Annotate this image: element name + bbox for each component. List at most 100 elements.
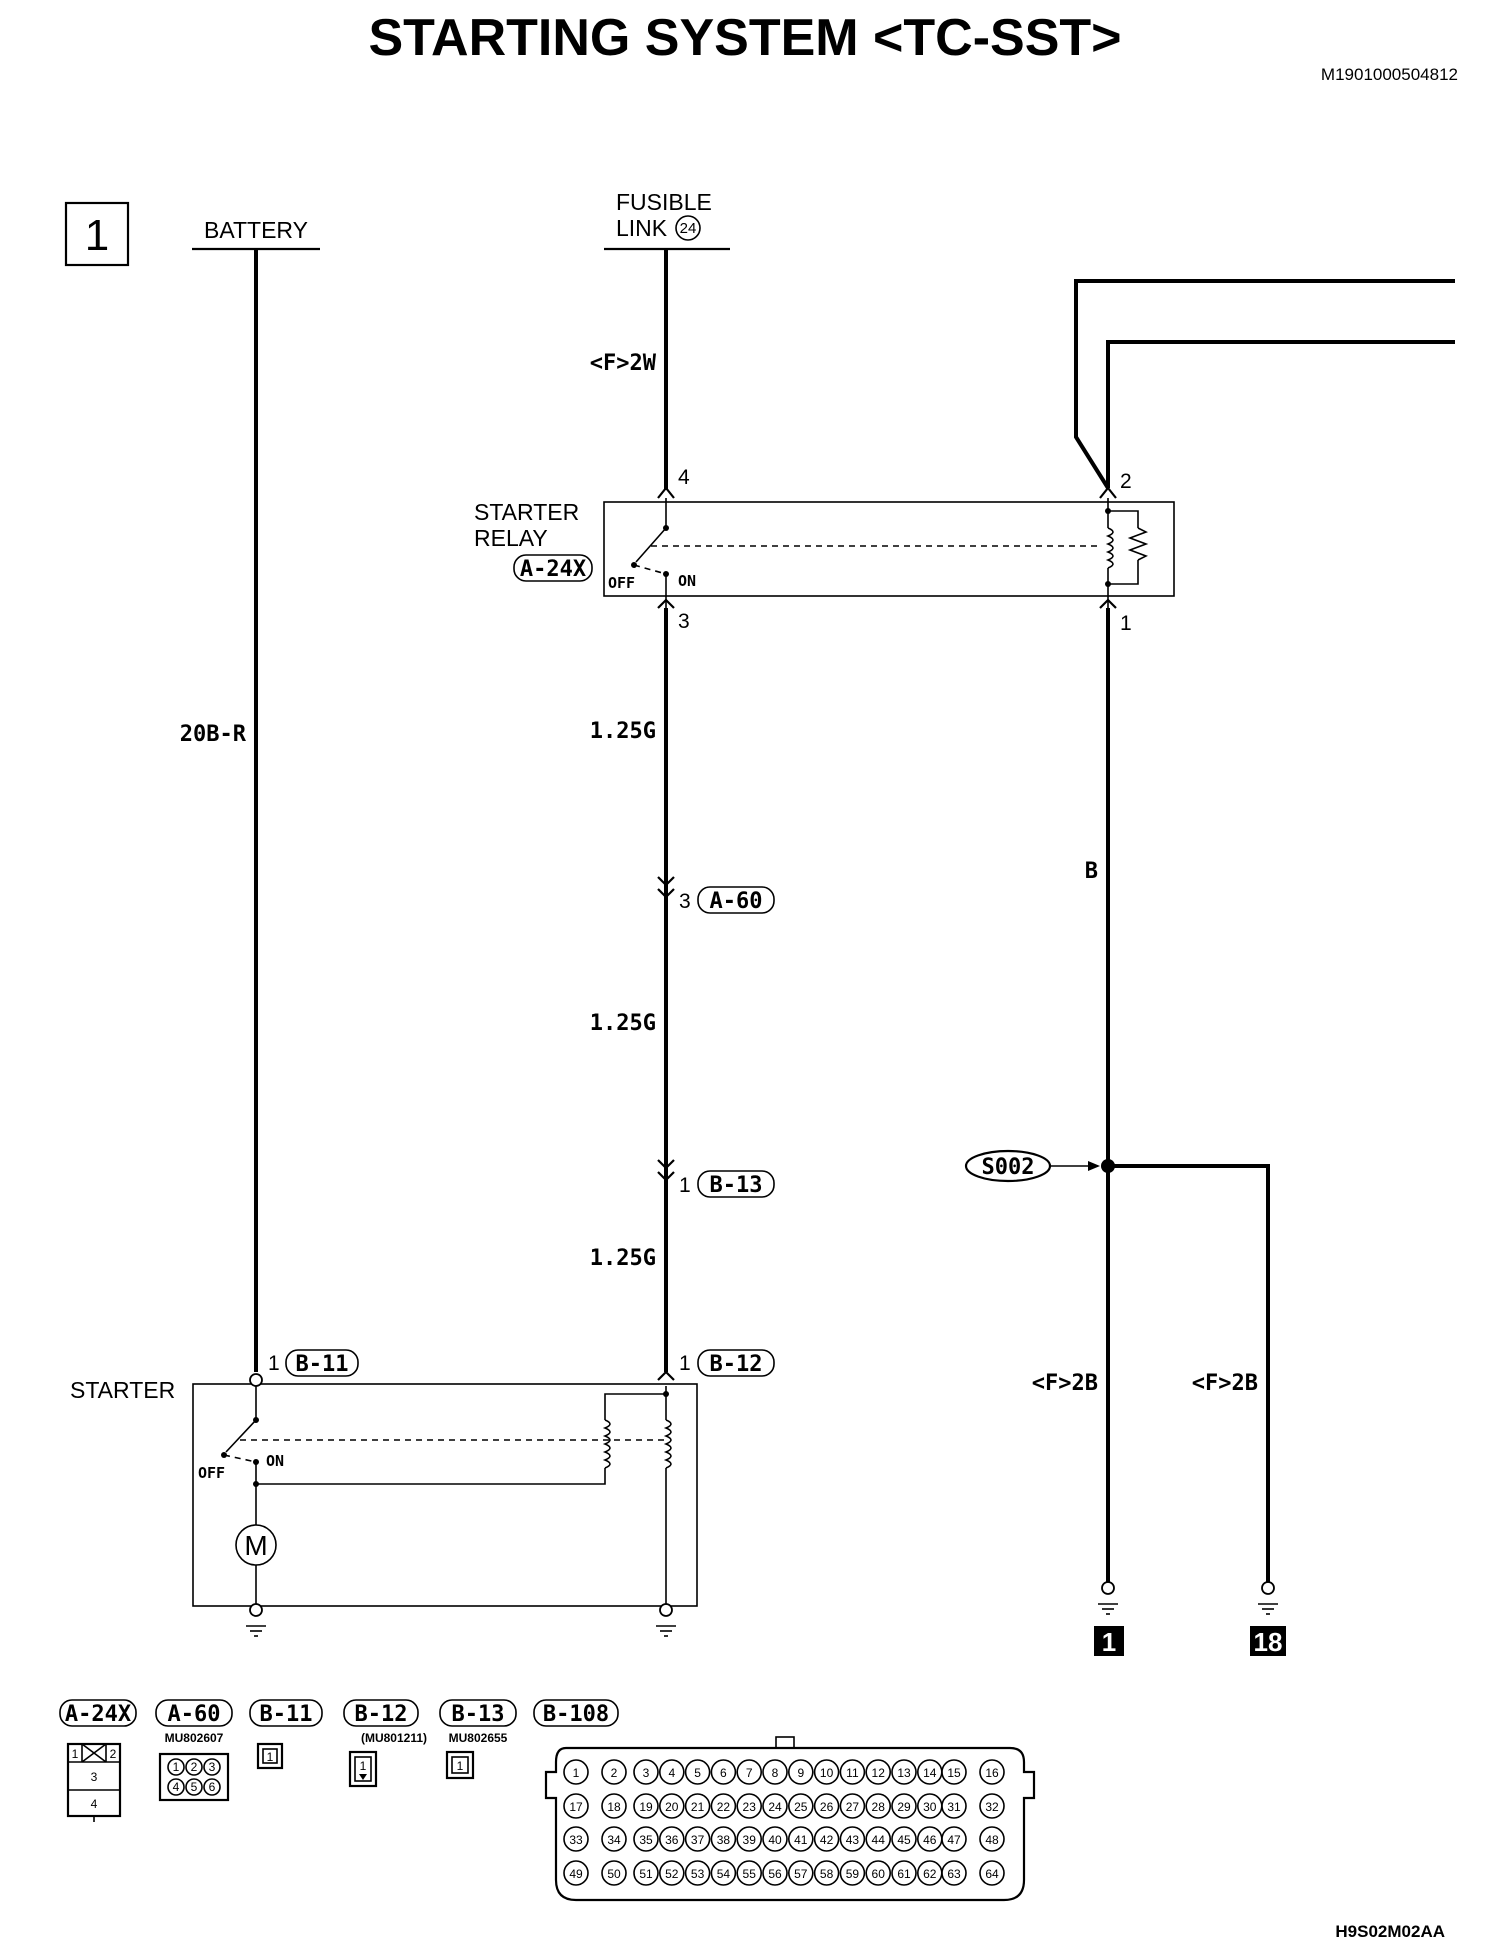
legend-b108-pin-circle (633, 1793, 659, 1819)
b11-terminal (249, 1373, 263, 1387)
legend-a60-pin: 3 (209, 1760, 216, 1774)
legend-b108-pin: 46 (923, 1833, 937, 1847)
legend-b108-pin-circle (658, 1759, 685, 1785)
legend-b108-pin: 45 (897, 1833, 911, 1847)
legend-b108-pin: 4 (668, 1766, 675, 1780)
legend-b108-pin-circle (865, 1793, 892, 1819)
relay-coil-feed-wire-1 (1074, 279, 1455, 490)
legend-b108-pin-circle (633, 1860, 659, 1886)
legend-b108-pin-circle (684, 1826, 711, 1852)
legend-b108-pin-circle (658, 1860, 685, 1886)
b12-pin: 1 (679, 1352, 691, 1375)
legend-b13-pin: 1 (457, 1759, 464, 1773)
starter-pull-in-coil (602, 1419, 611, 1469)
legend-a60-tag-text: A-60 (168, 1702, 221, 1727)
legend-b108-pin: 5 (694, 1766, 701, 1780)
legend-b108-pin-circle (710, 1826, 737, 1852)
legend-b108-pin-circle (710, 1860, 737, 1886)
legend-b11-tag (249, 1699, 323, 1727)
legend-b108-pin-circle (941, 1826, 967, 1852)
legend-b108-pin-circle (762, 1759, 788, 1785)
legend-b108-pin-circle (941, 1860, 967, 1886)
legend-a24x-pin: 4 (91, 1797, 98, 1811)
legend-b108-pin-circle (658, 1826, 685, 1852)
legend-b108-pin: 15 (947, 1766, 961, 1780)
legend-b108-pin: 6 (720, 1766, 727, 1780)
page-box-number: 1 (85, 211, 109, 260)
legend-b108-pin: 14 (923, 1766, 937, 1780)
legend-b108-pin-circle (684, 1793, 711, 1819)
relay-pin-4-marker (657, 486, 675, 499)
legend-b108-pin: 44 (872, 1833, 886, 1847)
splice-tag-text: S002 (982, 1155, 1035, 1180)
legend-b108-pin: 20 (665, 1800, 679, 1814)
legend-b108-pin: 13 (897, 1766, 911, 1780)
legend-b108-pin: 33 (569, 1833, 583, 1847)
legend-b12-tag-text: B-12 (355, 1702, 408, 1727)
battery-wire-label: 20B-R (180, 722, 247, 747)
legend-a24x-pin: 2 (110, 1747, 117, 1761)
relay-resistor (1127, 527, 1149, 561)
legend-b108-pin-circle (813, 1860, 840, 1886)
legend-b108-pin-circle (601, 1793, 627, 1819)
legend-b108-pin: 53 (691, 1867, 705, 1881)
relay-coil (1105, 527, 1114, 569)
legend-b108-pin: 55 (743, 1867, 757, 1881)
relay-pin-4: 4 (678, 466, 690, 489)
legend-b108-pin: 61 (897, 1867, 911, 1881)
legend-b108-pin-circle (762, 1826, 788, 1852)
legend-b108-pin: 29 (897, 1800, 911, 1814)
legend-b108-pin-circle (563, 1826, 589, 1852)
page-box (64, 201, 130, 267)
legend-b108-pin: 39 (743, 1833, 757, 1847)
legend-b108-pin-circle (684, 1759, 711, 1785)
legend-b108-pin-circle (710, 1759, 737, 1785)
legend-b108-pin-circle (979, 1759, 1005, 1785)
legend-a60-body (158, 1752, 230, 1802)
figure-code: H9S02M02AA (1335, 1922, 1445, 1941)
a60-tag (697, 886, 775, 914)
legend-b108-pin-circle (813, 1793, 840, 1819)
legend-b108-pin-circle (891, 1860, 917, 1886)
starter-ground-terminal-1 (249, 1603, 263, 1617)
ground-1-badge (1094, 1626, 1124, 1656)
legend-b108-pin: 11 (846, 1766, 859, 1780)
legend-b108-pin-circle (891, 1759, 917, 1785)
legend-b11-body (256, 1742, 284, 1770)
legend-b108-pin-circle (563, 1793, 589, 1819)
legend-b108-pin: 42 (820, 1833, 834, 1847)
relay-switch-blade (635, 527, 667, 563)
legend-b108-pin-circle (979, 1860, 1005, 1886)
legend-b108-pin: 1 (573, 1766, 580, 1780)
legend-b108-pin-circle (787, 1826, 814, 1852)
ground-18-badge (1250, 1626, 1286, 1656)
legend-b108-pin-circle (633, 1826, 659, 1852)
legend-b108-pin: 18 (607, 1800, 621, 1814)
legend-b108-pin: 2 (611, 1766, 618, 1780)
legend-b108-pin: 27 (846, 1800, 860, 1814)
legend-b108-pin-circle (865, 1826, 892, 1852)
legend-b108-pin: 59 (846, 1867, 860, 1881)
legend-b108-pin-circle (658, 1793, 685, 1819)
fusible-link-number: 24 (680, 220, 697, 237)
legend-b108-pin-circle (601, 1826, 627, 1852)
legend-b108-pin: 48 (985, 1833, 999, 1847)
legend-b108-pin: 50 (607, 1867, 621, 1881)
starter-on-label: ON (266, 1452, 284, 1470)
b13-pin: 1 (679, 1174, 691, 1197)
starter-box (192, 1383, 698, 1607)
legend-b108-pin-circle (787, 1793, 814, 1819)
legend-b11-pin: 1 (267, 1750, 274, 1764)
legend-b108-pin-circle (601, 1759, 627, 1785)
coil-ground-wire-label: B (1085, 859, 1098, 884)
legend-b108-pin-circle (736, 1860, 763, 1886)
starter-relay-label-line2: RELAY (474, 525, 548, 551)
legend-b12-pin: 1 (360, 1759, 367, 1773)
b13-tag (697, 1170, 775, 1198)
ground-18-number: 18 (1254, 1627, 1283, 1657)
relay-connector-tag-text: A-24X (520, 557, 586, 582)
legend-b13-tag (439, 1699, 517, 1727)
legend-b108-pin-circle (710, 1793, 737, 1819)
starter-label: STARTER (70, 1377, 175, 1403)
